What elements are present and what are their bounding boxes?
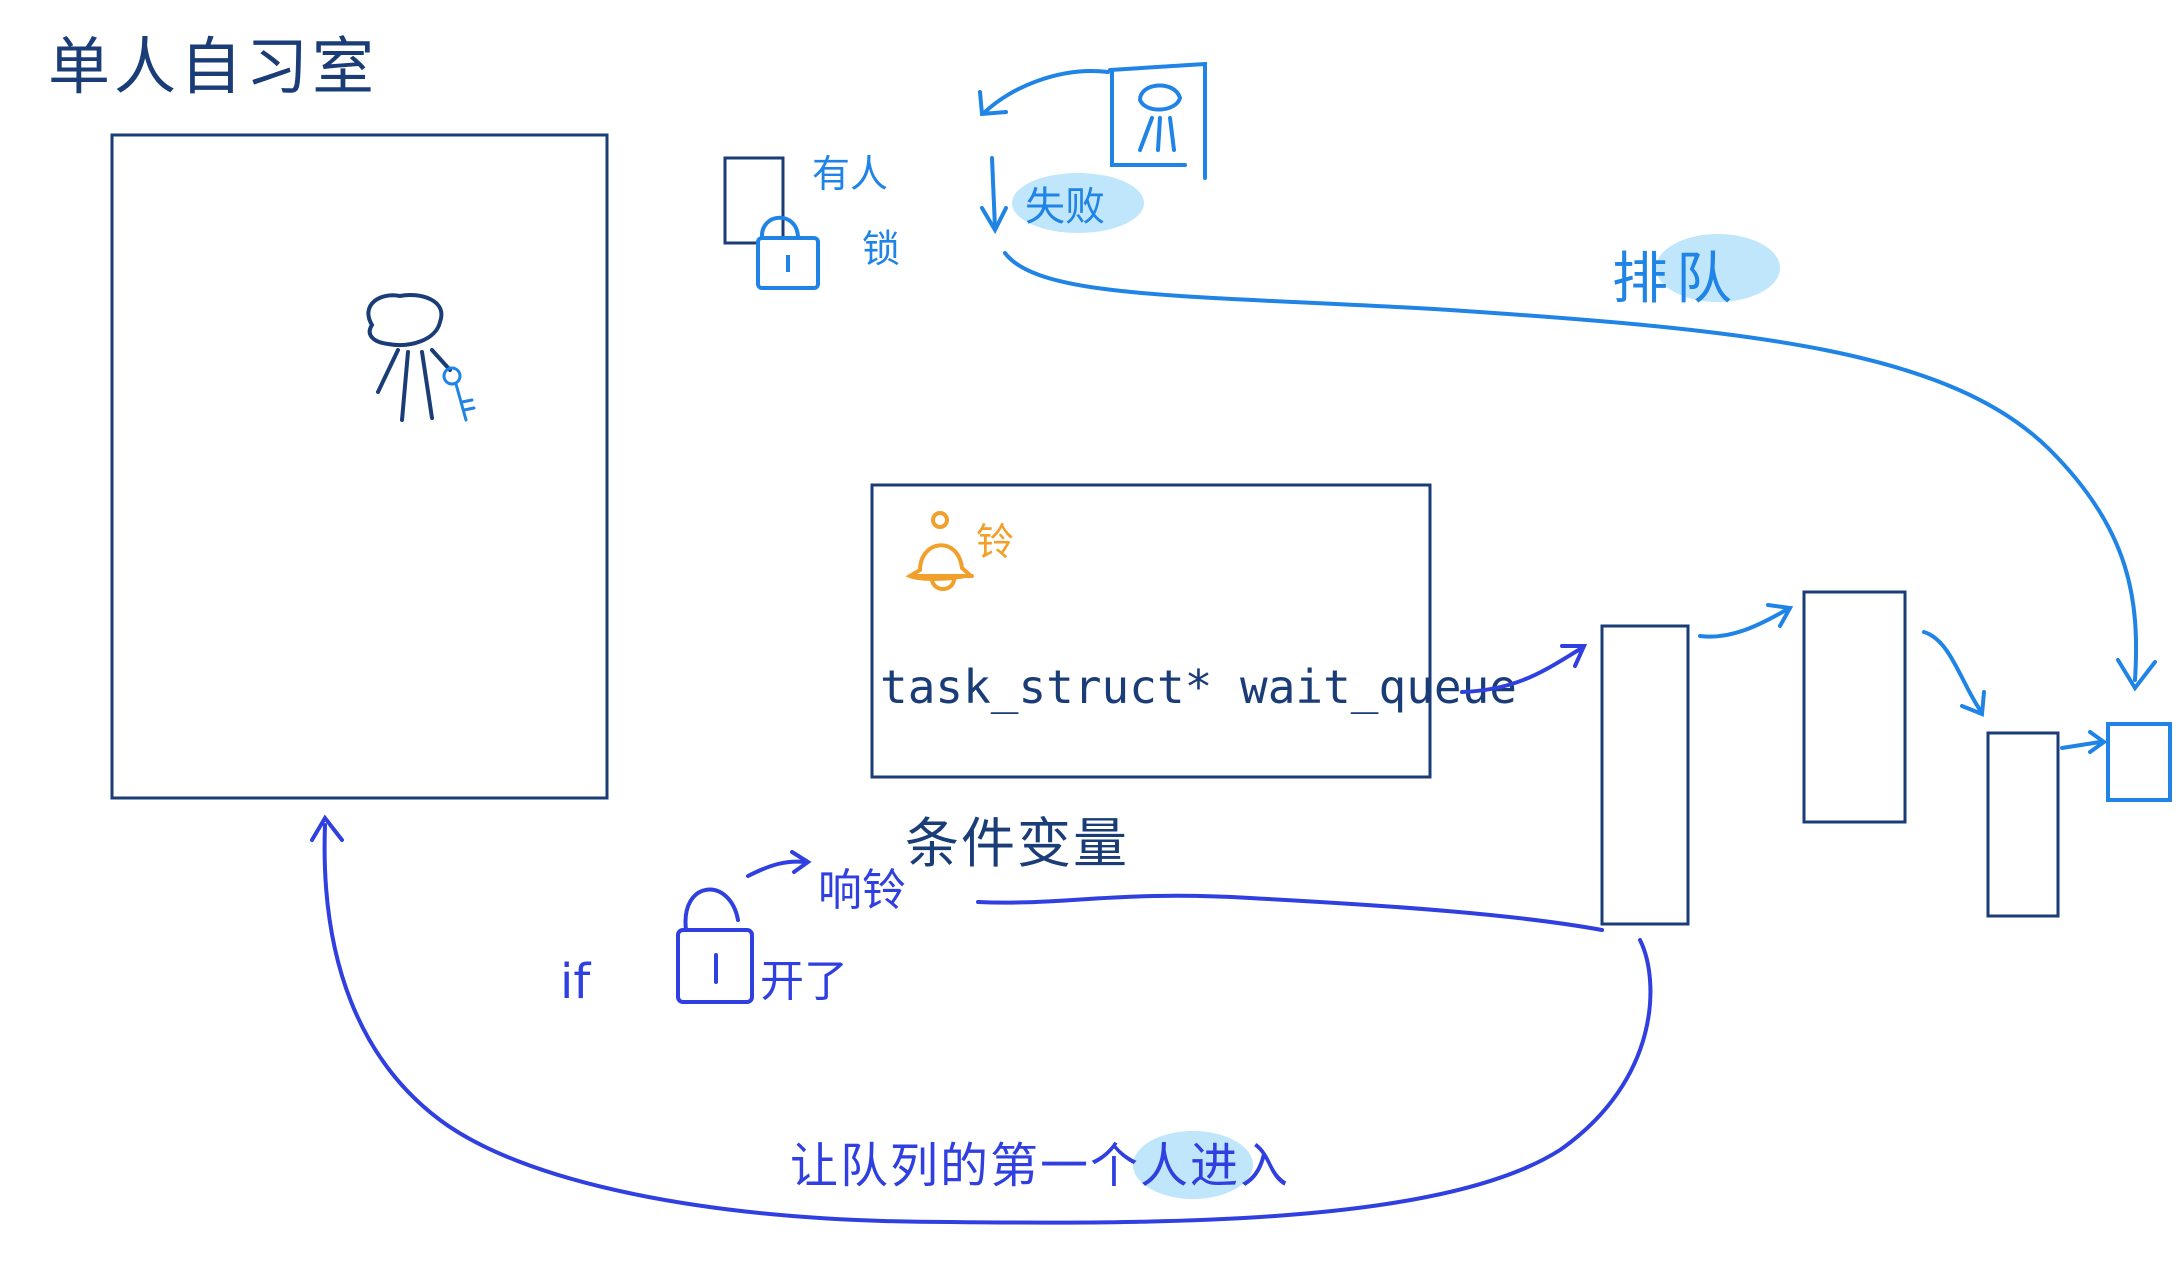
- first-enters-label: 让队列的第一个人进入: [790, 1138, 1290, 1194]
- ring-arrowhead: [790, 850, 812, 874]
- enter-highlight: [1133, 1131, 1253, 1199]
- enter-room-arrow: [322, 823, 1653, 1225]
- ring-bell-label: 响铃: [818, 865, 906, 916]
- fail-down-arrowhead: [980, 206, 1008, 235]
- bell-icon: [905, 511, 975, 591]
- wait-queue-arrow: [1460, 646, 1584, 694]
- wait-queue-code: task_struct* wait_queue: [880, 660, 1517, 714]
- lock-icon: [756, 215, 820, 290]
- signal-line: [976, 893, 1604, 932]
- wait-queue-arrowhead: [1560, 644, 1588, 668]
- condition-variable-box: [870, 483, 1432, 779]
- door-icon: [723, 156, 785, 245]
- bell-label: 铃: [976, 520, 1014, 564]
- condition-variable-label: 条件变量: [905, 812, 1129, 875]
- queue-node-1: [1600, 624, 1690, 926]
- queue-arrowhead: [2116, 658, 2157, 692]
- fail-down-arrow: [990, 156, 997, 230]
- node-arrowhead-3: [2088, 730, 2108, 754]
- opened-label: 开了: [760, 956, 848, 1007]
- node-arrow-1: [1698, 608, 1788, 639]
- ring-arrow: [746, 859, 808, 878]
- occupied-label: 有人: [812, 152, 888, 196]
- turn-back-arrowhead: [978, 90, 1008, 117]
- queue-label: 排队: [1612, 247, 1740, 312]
- queue-node-new: [2106, 722, 2172, 802]
- room-title: 单人自习室: [48, 30, 378, 103]
- if-label: if: [560, 954, 591, 1010]
- queue-node-3: [1986, 731, 2060, 918]
- enter-room-arrowhead: [310, 814, 344, 842]
- node-arrow-3: [2060, 740, 2102, 750]
- fail-label: 失败: [1025, 184, 1105, 230]
- open-lock-icon: [676, 887, 754, 1004]
- study-room-box: [110, 133, 609, 800]
- person-with-key-icon: [366, 293, 476, 422]
- fail-highlight: [1012, 173, 1144, 233]
- queue-node-2: [1802, 590, 1907, 824]
- queue-arrow: [1003, 251, 2139, 682]
- node-arrowhead-1: [1766, 603, 1794, 628]
- waiting-person-icon: [1108, 61, 1207, 180]
- queue-highlight: [1656, 234, 1780, 302]
- node-arrow-2: [1922, 630, 1982, 712]
- lock-label: 锁: [862, 227, 900, 271]
- node-arrowhead-2: [1960, 690, 1986, 717]
- turn-back-arrow: [983, 69, 1110, 114]
